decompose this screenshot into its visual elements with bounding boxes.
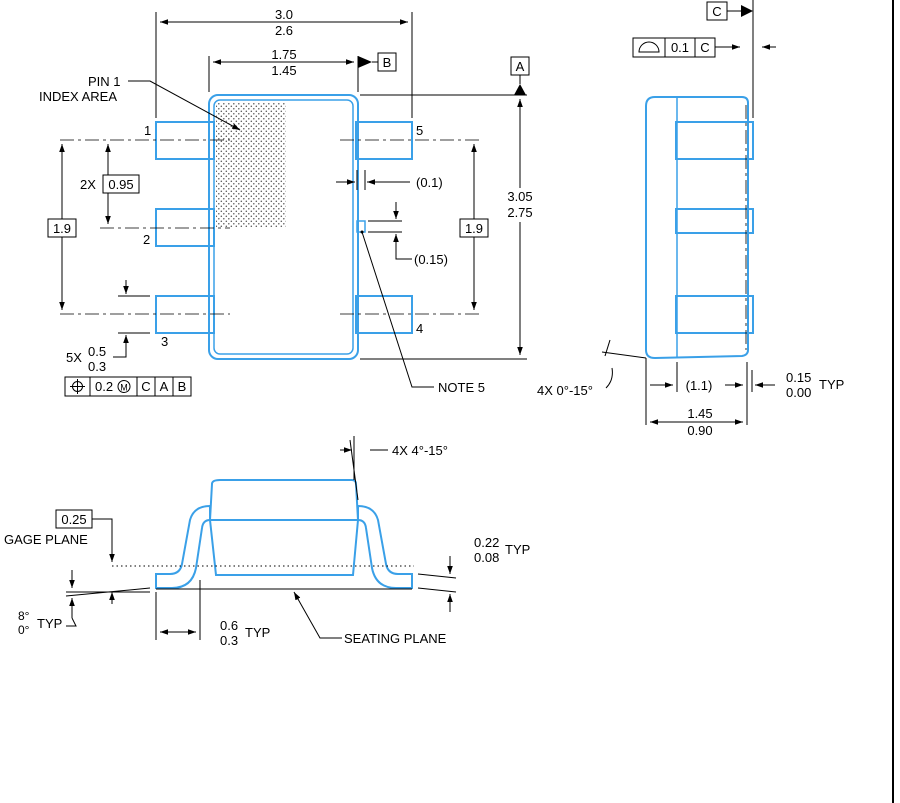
end-view: 4X 4°-15° 0.25 GAGE PLANE 8° 0° TYP 0.6 … (4, 436, 530, 648)
pin-number-5: 5 (416, 123, 423, 138)
lead-1 (155, 121, 215, 160)
gage-plane-label: GAGE PLANE (4, 532, 88, 547)
side-dim-outer-min: 0.90 (687, 423, 712, 438)
end-lead-left (155, 504, 211, 589)
profile-tolerance-frame: 0.1 C (632, 37, 716, 58)
seating-plane-label: SEATING PLANE (344, 631, 447, 646)
mmc-modifier: M (120, 383, 128, 393)
fcf-datum-a: A (160, 379, 169, 394)
position-tolerance-frame: 0.2 M C A B (64, 376, 192, 397)
lead-width-min: 0.3 (88, 359, 106, 374)
pitch-value: 0.95 (108, 177, 133, 192)
side-angle: 4X 0°-15° (537, 383, 593, 398)
side-dim-inner: (1.1) (686, 378, 713, 393)
foot-angle-min: 0° (18, 623, 30, 637)
lead-thk-max: 0.22 (474, 535, 499, 550)
lead-width-max: 0.5 (88, 344, 106, 359)
datum-a: A (516, 59, 525, 74)
side-thk-typ: TYP (819, 377, 844, 392)
datum-c: C (712, 4, 721, 19)
pin-number-4: 4 (416, 321, 423, 336)
gage-value: 0.25 (61, 512, 86, 527)
side-lead-bot (675, 295, 754, 334)
lead-3 (155, 295, 215, 334)
foot-len-typ: TYP (245, 625, 270, 640)
lead-thk-min: 0.08 (474, 550, 499, 565)
body-width-min: 1.45 (271, 63, 296, 78)
profile-datum: C (700, 40, 709, 55)
overall-width-max: 3.0 (275, 7, 293, 22)
side-thk-max: 0.15 (786, 370, 811, 385)
span-right-frame (459, 218, 489, 238)
profile-tolerance: 0.1 (671, 40, 689, 55)
overall-width-min: 2.6 (275, 23, 293, 38)
fcf-datum-b: B (178, 379, 187, 394)
side-thk-min: 0.00 (786, 385, 811, 400)
pitch-frame (102, 174, 140, 194)
foot-angle-max: 8° (18, 609, 30, 623)
datum-b-frame (377, 52, 397, 72)
span-left-value: 1.9 (53, 221, 71, 236)
overall-length-max: 3.05 (507, 189, 532, 204)
span-right-value: 1.9 (465, 221, 483, 236)
span-left-frame (47, 218, 77, 238)
end-angle: 4X 4°-15° (392, 443, 448, 458)
side-lead-mid (675, 208, 754, 234)
fcf-datum-c: C (141, 379, 150, 394)
top-view: 3.0 2.6 1.75 1.45 B A 3.05 2.75 PIN 1 IN… (39, 7, 537, 397)
end-body-outline (208, 479, 360, 521)
end-lead-right (357, 504, 413, 589)
side-dim-outer-max: 1.45 (687, 406, 712, 421)
package-body-inner (213, 99, 354, 355)
position-tolerance: 0.2 (95, 379, 113, 394)
datum-b: B (383, 55, 392, 70)
side-view: C 0.1 C 4X 0°-15° (537, 0, 844, 438)
pin-number-1: 1 (144, 123, 151, 138)
index-area-label: INDEX AREA (39, 89, 117, 104)
lead-thk-typ: TYP (505, 542, 530, 557)
pitch-prefix: 2X (80, 177, 96, 192)
side-body-outline (645, 96, 749, 360)
foot-len-min: 0.3 (220, 633, 238, 648)
pin-number-2: 2 (143, 232, 150, 247)
pin1-label: PIN 1 (88, 74, 121, 89)
lead-count-prefix: 5X (66, 350, 82, 365)
lead-5 (355, 121, 413, 160)
lead-4 (355, 295, 413, 334)
pin-number-3: 3 (161, 334, 168, 349)
gap-side: (0.15) (414, 252, 448, 267)
foot-len-max: 0.6 (220, 618, 238, 633)
pin1-index-area (216, 102, 286, 228)
foot-angle-typ: TYP (37, 616, 62, 631)
lead-2 (155, 208, 215, 247)
overall-length-min: 2.75 (507, 205, 532, 220)
side-lead-top (675, 121, 754, 160)
note-5: NOTE 5 (438, 380, 485, 395)
package-body-outer (208, 94, 359, 360)
gap-top: (0.1) (416, 175, 443, 190)
body-width-max: 1.75 (271, 47, 296, 62)
